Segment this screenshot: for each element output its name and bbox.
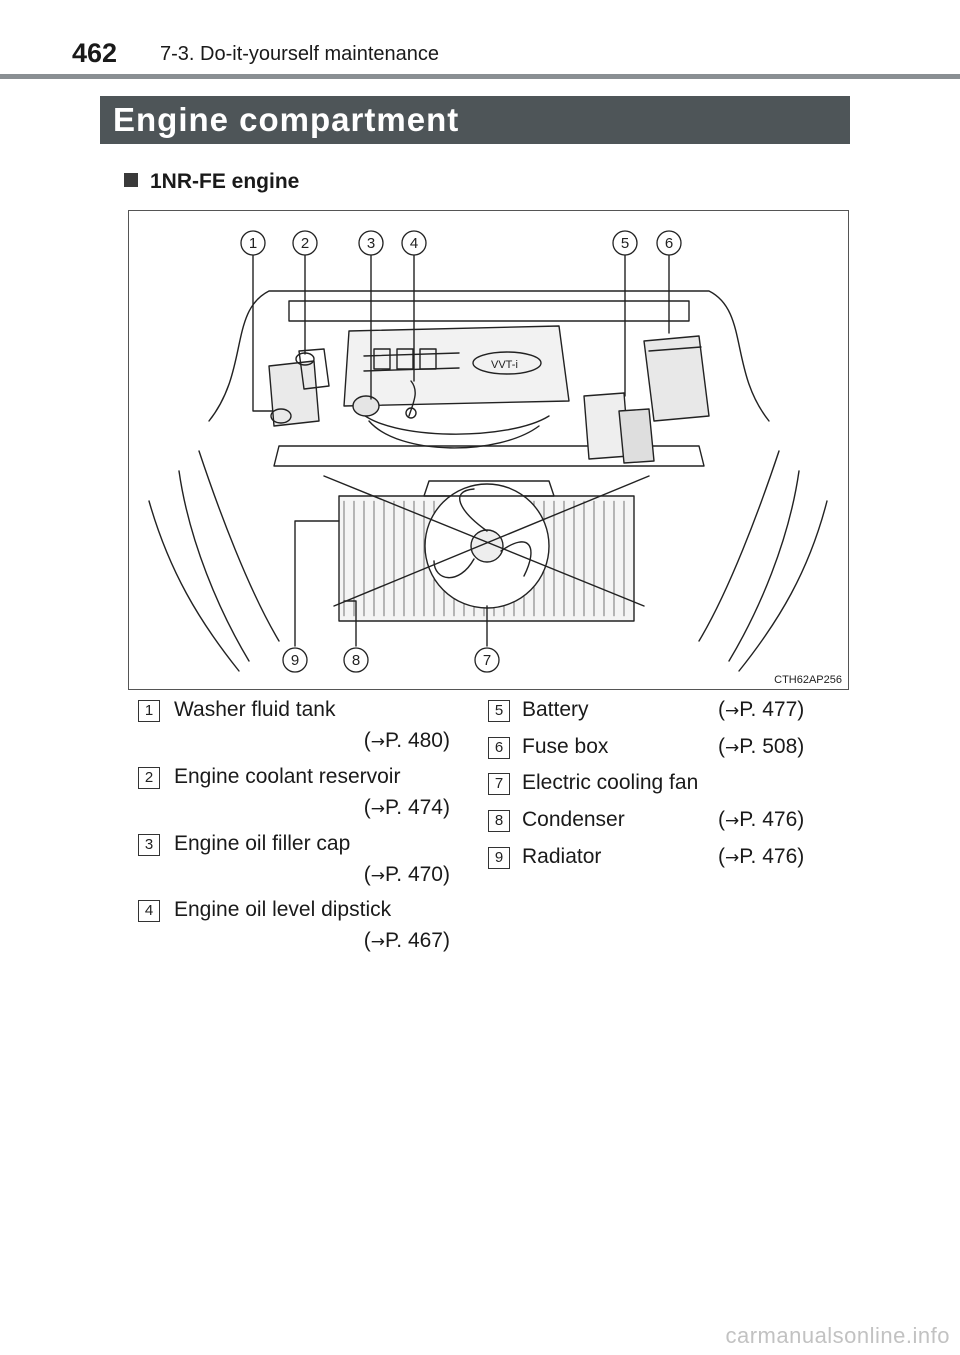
arrow-right-icon: → — [725, 811, 740, 831]
legend-label: Engine oil filler cap — [174, 832, 351, 855]
page-reference: (→P. 508) — [718, 735, 805, 758]
legend-label: Electric cooling fan — [522, 771, 699, 794]
legend-item: 2 Engine coolant reservoir (→P. 474) — [138, 765, 458, 827]
legend-number: 2 — [138, 767, 160, 789]
callout-4: 4 — [410, 235, 418, 252]
arrow-right-icon: → — [370, 732, 385, 752]
arrow-right-icon: → — [370, 932, 385, 952]
header-rule — [0, 74, 960, 79]
svg-text:VVT-i: VVT-i — [491, 359, 518, 371]
legend-item: 1 Washer fluid tank (→P. 480) — [138, 698, 458, 760]
legend-label: Engine oil level dipstick — [174, 898, 392, 921]
page-number: 462 — [72, 38, 118, 68]
page-header: 462 7-3. Do-it-yourself maintenance — [0, 0, 960, 90]
callout-markers: 1 2 3 4 5 6 7 8 9 — [240, 230, 682, 673]
legend-number: 4 — [138, 900, 160, 922]
legend-number: 8 — [488, 810, 510, 832]
page-reference: (→P. 467) — [363, 929, 450, 952]
legend-label: Battery — [522, 698, 589, 721]
callout-3: 3 — [367, 235, 375, 252]
subsection-heading: 1NR-FE engine — [124, 170, 299, 194]
page-reference: (→P. 477) — [718, 698, 805, 721]
arrow-right-icon: → — [370, 866, 385, 886]
chapter-title: 7-3. Do-it-yourself maintenance — [160, 43, 440, 65]
callout-2: 2 — [301, 235, 309, 252]
callout-7: 7 — [483, 652, 491, 669]
section-banner: Engine compartment — [100, 96, 850, 144]
callout-9: 9 — [291, 652, 299, 669]
arrow-right-icon: → — [725, 701, 740, 721]
callout-1: 1 — [249, 235, 257, 252]
legend-label: Fuse box — [522, 735, 609, 758]
page-reference: (→P. 476) — [718, 808, 805, 831]
legend-item: 4 Engine oil level dipstick (→P. 467) — [138, 898, 458, 960]
legend-number: 1 — [138, 700, 160, 722]
legend-number: 5 — [488, 700, 510, 722]
callout-5: 5 — [621, 235, 629, 252]
section-title: Engine compartment — [113, 101, 460, 138]
legend-number: 7 — [488, 773, 510, 795]
legend-label: Radiator — [522, 845, 602, 868]
arrow-right-icon: → — [725, 848, 740, 868]
legend-label: Washer fluid tank — [174, 698, 336, 721]
engine-illustration: VVT-i — [128, 210, 849, 690]
legend-number: 6 — [488, 737, 510, 759]
watermark: carmanualsonline.info — [725, 1323, 950, 1348]
page-reference: (→P. 474) — [363, 796, 450, 819]
legend-label: Engine coolant reservoir — [174, 765, 401, 788]
legend-number: 3 — [138, 834, 160, 856]
subsection-title: 1NR-FE engine — [150, 170, 300, 193]
legend-number: 9 — [488, 847, 510, 869]
page-reference: (→P. 470) — [363, 863, 450, 886]
arrow-right-icon: → — [370, 799, 385, 819]
engine-line-drawing: VVT-i — [148, 230, 828, 673]
legend-item: 5 Battery (→P. 477) — [488, 698, 828, 728]
square-bullet-icon — [124, 173, 138, 187]
arrow-right-icon: → — [725, 738, 740, 758]
legend-item: 8 Condenser (→P. 476) — [488, 808, 828, 838]
figure-code: CTH62AP256 — [774, 674, 842, 686]
legend-item: 6 Fuse box (→P. 508) — [488, 735, 828, 765]
legend-label: Condenser — [522, 808, 625, 831]
legend-item: 3 Engine oil filler cap (→P. 470) — [138, 832, 458, 894]
callout-8: 8 — [352, 652, 360, 669]
page-reference: (→P. 476) — [718, 845, 805, 868]
legend-item: 7 Electric cooling fan — [488, 771, 828, 801]
legend-item: 9 Radiator (→P. 476) — [488, 845, 828, 875]
callout-6: 6 — [665, 235, 673, 252]
page-reference: (→P. 480) — [363, 729, 450, 752]
